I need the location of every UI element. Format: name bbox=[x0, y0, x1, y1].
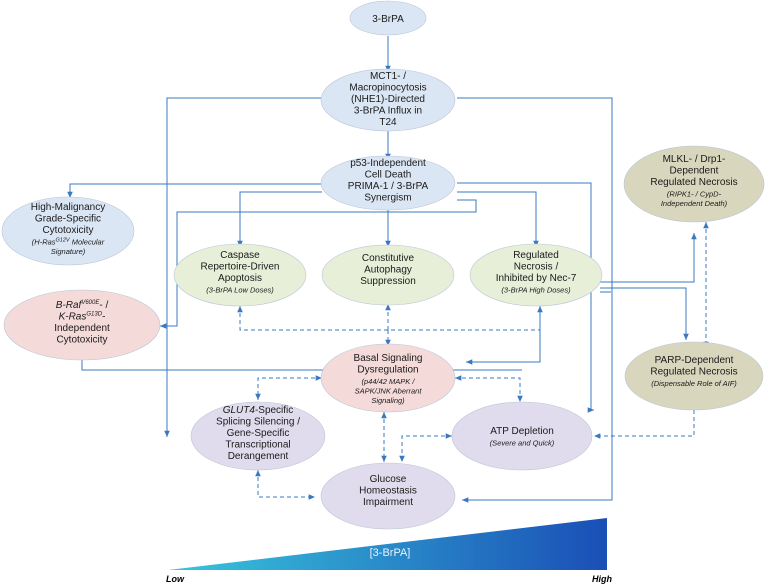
node-braf-shape bbox=[3, 289, 161, 361]
node-influx-line: 3-BrPA Influx in bbox=[354, 106, 422, 117]
node-caspase-line: Caspase bbox=[220, 250, 260, 261]
node-influx-line: T24 bbox=[379, 117, 397, 128]
node-braf: B-RafV600E- /K-RasG13D-IndependentCytoto… bbox=[3, 289, 161, 361]
node-caspase-note: (3-BrPA Low Doses) bbox=[206, 286, 274, 295]
node-autophagy-shape bbox=[321, 244, 455, 306]
node-brpa: 3-BrPA bbox=[349, 0, 427, 36]
connector-arrows bbox=[67, 36, 709, 503]
node-influx-line: (NHE1)-Directed bbox=[351, 94, 425, 105]
gradient-label: [3-BrPA] bbox=[370, 547, 411, 559]
node-basal-note: (p44/42 MAPK / bbox=[362, 377, 416, 386]
node-necrosis-line: Inhibited by Nec-7 bbox=[496, 273, 577, 284]
node-parp-line: Regulated Necrosis bbox=[650, 367, 737, 378]
node-braf-line: Cytotoxicity bbox=[56, 335, 107, 346]
gradient-high-label: High bbox=[592, 574, 612, 584]
node-high-malig-note: Signature) bbox=[51, 247, 86, 256]
node-glut4-shape bbox=[190, 401, 326, 471]
node-glut4-line: Gene-Specific bbox=[227, 428, 290, 439]
node-atp-shape bbox=[451, 401, 593, 471]
node-high-malig-shape bbox=[1, 196, 135, 266]
node-mlkl-line: Regulated Necrosis bbox=[650, 177, 737, 188]
node-glut4-line: Transcriptional bbox=[225, 440, 290, 451]
node-glut4-line: Splicing Silencing / bbox=[216, 417, 300, 428]
node-caspase-line: Repertoire-Driven bbox=[201, 262, 280, 273]
node-basal-shape bbox=[320, 343, 456, 413]
node-high-malig-note: (H-RasG12V Molecular bbox=[32, 238, 105, 247]
node-braf-line-1: B-RafV600E- / bbox=[56, 300, 109, 311]
node-atp-note: (Severe and Quick) bbox=[490, 439, 555, 448]
node-glucose-line: Glucose bbox=[370, 474, 407, 485]
node-braf-line-2: K-RasG13D- bbox=[59, 312, 106, 323]
node-influx-shape bbox=[320, 68, 456, 132]
node-mlkl-line: Dependent bbox=[670, 166, 719, 177]
node-parp-line: PARP-Dependent bbox=[655, 355, 734, 366]
node-p53-line: p53-Independent bbox=[350, 158, 426, 169]
node-parp-note: (Dispensable Role of AIF) bbox=[651, 379, 737, 388]
node-influx-line: MCT1- / bbox=[370, 71, 406, 82]
node-caspase-line: Apoptosis bbox=[218, 273, 262, 284]
node-brpa-shape bbox=[349, 0, 427, 36]
node-glut4-line-1: GLUT4-Specific bbox=[223, 405, 294, 416]
node-atp-line: ATP Depletion bbox=[490, 426, 554, 437]
node-glucose-line: Impairment bbox=[363, 497, 413, 508]
node-mlkl-note: Independent Death) bbox=[661, 199, 728, 208]
node-mlkl-line: MLKL- / Drp1- bbox=[663, 154, 726, 165]
node-p53-line: PRIMA-1 / 3-BrPA bbox=[348, 181, 429, 192]
node-basal-line: Dysregulation bbox=[357, 365, 418, 376]
node-glucose-line: Homeostasis bbox=[359, 486, 417, 497]
node-influx: MCT1- /Macropinocytosis(NHE1)-Directed3-… bbox=[320, 68, 456, 132]
node-braf-line: Independent bbox=[54, 323, 110, 334]
concentration-gradient: [3-BrPA] Low High bbox=[166, 518, 612, 584]
node-glut4-line: Derangement bbox=[228, 451, 289, 462]
node-influx-line: Macropinocytosis bbox=[349, 83, 426, 94]
gradient-wedge bbox=[168, 518, 607, 570]
node-basal-note: Signaling) bbox=[371, 396, 405, 405]
node-necrosis-line: Necrosis / bbox=[514, 262, 559, 273]
node-autophagy-line: Suppression bbox=[360, 276, 416, 287]
node-high-malig-line: Cytotoxicity bbox=[42, 225, 93, 236]
node-necrosis-shape bbox=[469, 243, 603, 307]
node-high-malig-line: Grade-Specific bbox=[35, 214, 101, 225]
node-caspase-shape bbox=[173, 243, 307, 307]
node-high-malig-line: High-Malignancy bbox=[31, 202, 105, 213]
node-p53-line: Cell Death bbox=[365, 170, 412, 181]
gradient-low-label: Low bbox=[166, 574, 185, 584]
node-glucose-shape bbox=[320, 462, 456, 530]
node-basal-note: SAPK/JNK Aberrant bbox=[355, 387, 423, 396]
node-autophagy-line: Autophagy bbox=[364, 265, 412, 276]
node-autophagy-line: Constitutive bbox=[362, 253, 415, 264]
node-p53-line: Synergism bbox=[364, 193, 411, 204]
node-basal-line: Basal Signaling bbox=[354, 353, 423, 364]
node-necrosis-note: (3-BrPA High Doses) bbox=[501, 286, 571, 295]
node-parp-shape bbox=[624, 341, 764, 411]
node-mlkl-note: (RIPK1- / CypD- bbox=[667, 190, 722, 199]
node-brpa-line: 3-BrPA bbox=[372, 14, 404, 25]
node-necrosis-line: Regulated bbox=[513, 250, 559, 261]
node-p53-shape bbox=[320, 155, 456, 211]
node-atp: ATP Depletion (Severe and Quick) bbox=[451, 401, 593, 471]
node-mlkl-shape bbox=[623, 145, 765, 223]
node-high-malig: High-MalignancyGrade-SpecificCytotoxicit… bbox=[1, 196, 135, 266]
